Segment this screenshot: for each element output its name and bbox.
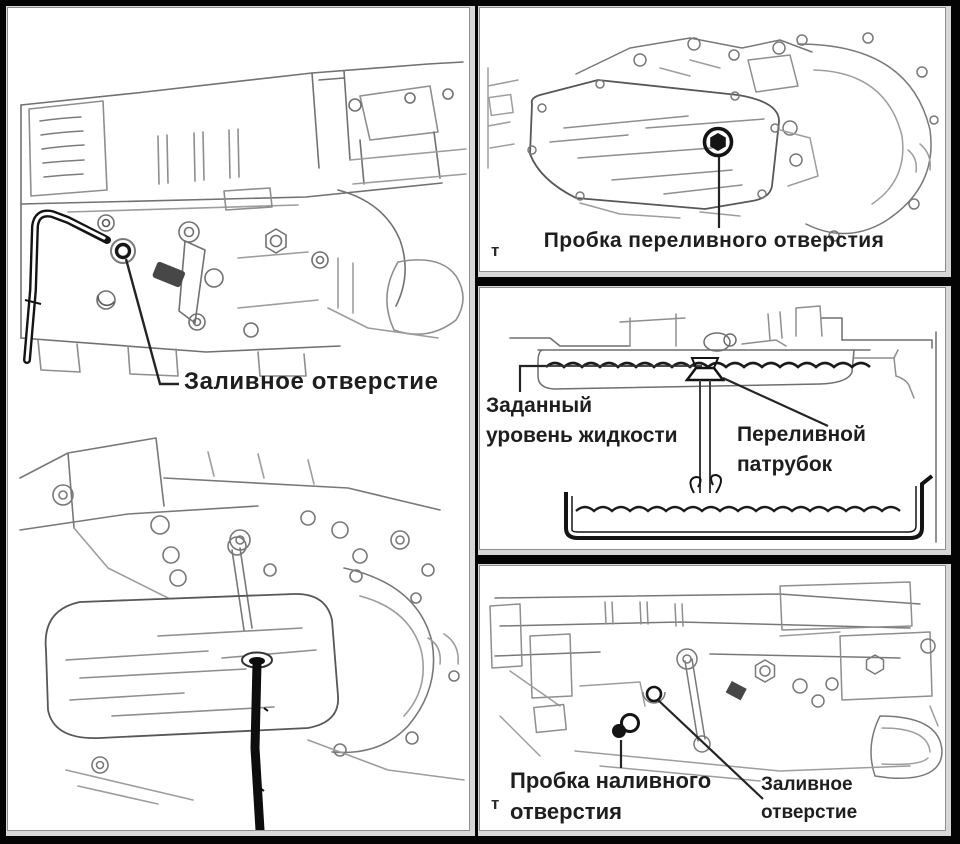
panel-fluid-level-diagram: Заданный уровень жидкости Переливной пат…	[479, 287, 946, 550]
transmission-bottom-view	[19, 437, 465, 805]
panel-fill-hole-side-view: Заливное отверстие	[7, 7, 470, 831]
overflow-pipe-label-line1: Переливной	[737, 423, 866, 446]
fill-hole-marker	[110, 238, 136, 264]
fill-plug-marker	[612, 713, 640, 738]
panel-fill-plug: Пробка наливного отверстия Заливное отве…	[479, 565, 946, 831]
fill-hole-label: Заливное отверстие	[761, 771, 857, 827]
overflow-plug-marker	[702, 126, 734, 158]
fluid-level-label: Заданный уровень жидкости	[486, 391, 678, 451]
filler-tube	[23, 209, 111, 364]
fluid-level-label-line2: уровень жидкости	[486, 424, 678, 447]
oil-pan-overflow-plug-drawing	[487, 32, 939, 242]
fluid-level-label-line1: Заданный	[486, 394, 593, 417]
corner-mark: т	[491, 241, 500, 260]
pipe-leader-line	[722, 376, 829, 428]
overflow-pipe-label: Переливной патрубок	[737, 420, 866, 480]
fill-hole-marker	[642, 685, 666, 704]
overflow-tool-marker	[241, 651, 273, 830]
fill-hole-leader-line	[657, 699, 764, 800]
fill-hole-label-line2: отверстие	[761, 802, 858, 823]
fill-plug-label: Пробка наливного отверстия	[510, 765, 711, 827]
transmission-side-and-bottom-view-drawing	[19, 61, 467, 830]
panel-overflow-plug: Пробка переливного отверстия т	[479, 7, 946, 272]
fill-plug-label-line1: Пробка наливного	[510, 768, 712, 793]
catch-pan-fluid-wave	[575, 505, 901, 513]
fluid-level-diagram-drawing	[509, 305, 937, 543]
overflow-pipe	[684, 357, 726, 493]
catch-pan	[564, 473, 934, 540]
transmission-fill-plug-drawing	[489, 581, 943, 800]
fill-hole-label: Заливное отверстие	[184, 368, 439, 395]
level-leader-line	[518, 364, 546, 392]
fill-plug-label-line2: отверстия	[510, 799, 622, 824]
overflow-pipe-label-line2: патрубок	[737, 453, 833, 476]
corner-mark: т	[491, 794, 500, 813]
fill-hole-leader-line	[124, 258, 179, 386]
transmission-side-view	[20, 61, 467, 377]
overflow-plug-label: Пробка переливного отверстия	[543, 229, 885, 252]
fill-hole-label-line1: Заливное	[761, 774, 853, 795]
